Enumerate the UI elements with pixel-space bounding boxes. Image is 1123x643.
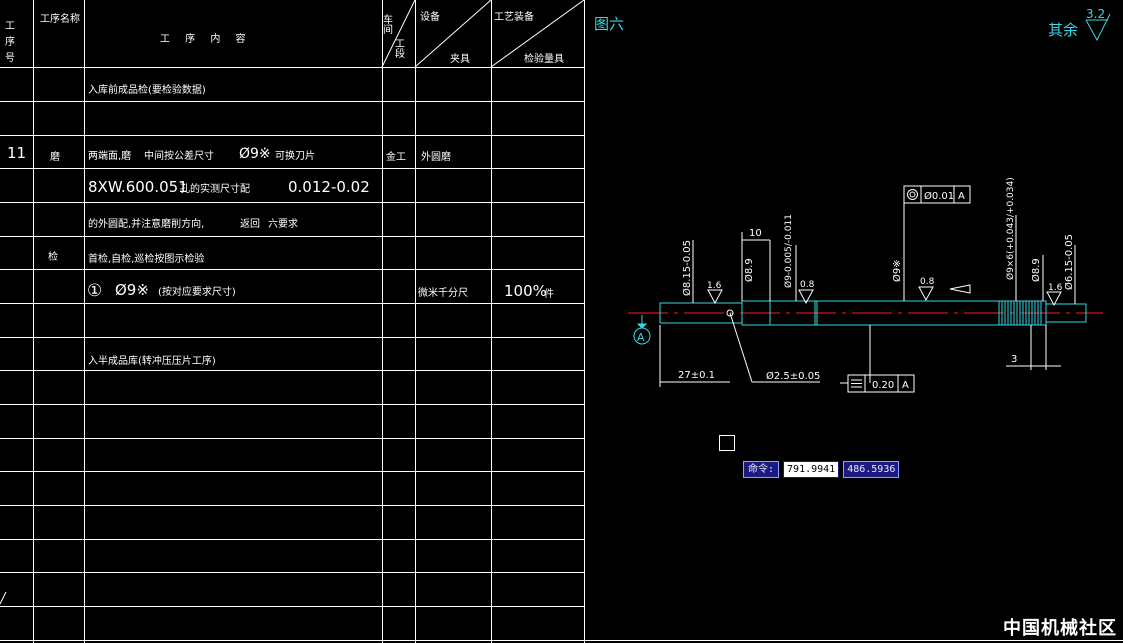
roughness-rest-value: 3.2 [1086, 7, 1105, 21]
row2-step-name: 磨 [50, 151, 60, 163]
row6-circle-1: ① [87, 281, 102, 301]
row2-equipment: 外圆磨 [421, 151, 451, 163]
row3-content-a: 8XW.600.051 [88, 178, 188, 196]
row2-content-a: 两端面,磨 [88, 149, 131, 162]
row6-content-b: Ø9※ [115, 281, 149, 299]
dim-d1: Ø8.15-0.05 [681, 240, 693, 296]
dimension-lines [659, 199, 1076, 387]
header-section: 工段 [393, 38, 405, 59]
row1-content: 入库前成品检(要检验数据) [88, 83, 206, 96]
row5-content: 首检,自检,巡检按图示检验 [88, 252, 204, 265]
row5-step-name: 检 [48, 250, 58, 263]
dim-d6: Ø8.9 [1030, 258, 1042, 282]
row2-content-b: 中间按公差尺寸 [144, 149, 214, 162]
symmetry-value: 0.20 [872, 380, 894, 391]
header-process-equipment: 工艺装备 [494, 10, 534, 23]
row3-content-c: 0.012-0.02 [288, 178, 370, 196]
dim-len27: 27±0.1 [678, 370, 715, 381]
watermark: 中国机械社区 [1003, 618, 1117, 639]
part-drawing: 图六 其余 3.2 [594, 7, 1111, 393]
tolerance-frame-concentricity [903, 185, 971, 204]
roughness-1-6b: 1.6 [1048, 283, 1063, 293]
header-measuring-tools: 检验量具 [524, 52, 564, 65]
roughness-0-8a: 0.8 [800, 280, 815, 290]
row8-content: 入半成品库(转冲压压片工序) [88, 354, 216, 367]
header-step-no: 工序号 [3, 20, 15, 68]
header-workshop: 车间 [381, 13, 393, 35]
row2-content-d: 可换刀片 [275, 149, 315, 162]
tolerance-frame-symmetry [847, 374, 915, 393]
row2-content-c: Ø9※ [239, 146, 271, 162]
dim-hole: Ø2.5±0.05 [766, 370, 820, 382]
row3-content-b: 孔的实测尺寸配 [180, 182, 250, 195]
rest-label: 其余 [1048, 21, 1078, 39]
roughness-rest-icon [1085, 13, 1111, 42]
concentricity-datum: A [958, 191, 965, 202]
header-equipment: 设备 [420, 10, 440, 23]
roughness-1-6a: 1.6 [707, 281, 722, 291]
row4-content-b: 返回 [240, 218, 260, 230]
datum-a-label: A [637, 331, 645, 344]
dim-len10: 10 [749, 228, 762, 239]
header-content: 工 序 内 容 [160, 32, 252, 45]
coordinate-x-input[interactable]: 791.9941 [783, 460, 840, 478]
spline-hatch [1001, 301, 1042, 325]
coordinate-y-input[interactable]: 486.5936 [843, 460, 900, 478]
row6-content-c: (按对应要求尺寸) [158, 285, 236, 298]
dim-d3: Ø9-0.005/-0.011 [783, 214, 794, 288]
table-rows: 入库前成品检(要检验数据) 11 磨 两端面,磨 中间按公差尺寸 Ø9※ 可换刀… [7, 83, 554, 367]
dim-d7: Ø6.15-0.05 [1063, 234, 1075, 290]
row6-value-a: 100% [504, 282, 547, 300]
row4-content-a: 的外圆配,并注意磨削方向, [88, 217, 204, 230]
table-header: 工序号 工序名称 工 序 内 容 车间 工段 设备 夹具 工艺装备 检验量具 [3, 10, 565, 68]
header-step-name: 工序名称 [40, 12, 80, 25]
row6-tool: 微米千分尺 [418, 286, 468, 299]
shaft-outline [659, 300, 1087, 326]
dim-d2: Ø8.9 [743, 258, 755, 282]
dynamic-input[interactable]: 命令: 791.9941 486.5936 [743, 460, 900, 478]
dim-len3: 3 [1011, 354, 1017, 365]
row4-content-c: 六要求 [268, 218, 298, 230]
symmetry-datum: A [902, 380, 909, 391]
figure-label: 图六 [594, 15, 624, 33]
row2-step-no: 11 [7, 144, 26, 162]
row6-value-b: 件 [544, 288, 554, 300]
dim-d4: Ø9※ [891, 259, 903, 282]
roughness-marks [707, 284, 1062, 307]
concentricity-value: Ø0.01 [924, 190, 954, 202]
dim-d5: Ø9×6(+0.043/+0.034) [1005, 177, 1016, 280]
roughness-0-8b: 0.8 [920, 277, 935, 287]
header-fixture: 夹具 [450, 52, 470, 65]
pickbox-cursor [719, 435, 735, 451]
datum-a-icon [633, 315, 651, 345]
row2-workshop: 金工 [386, 150, 406, 163]
command-label: 命令: [743, 460, 780, 478]
